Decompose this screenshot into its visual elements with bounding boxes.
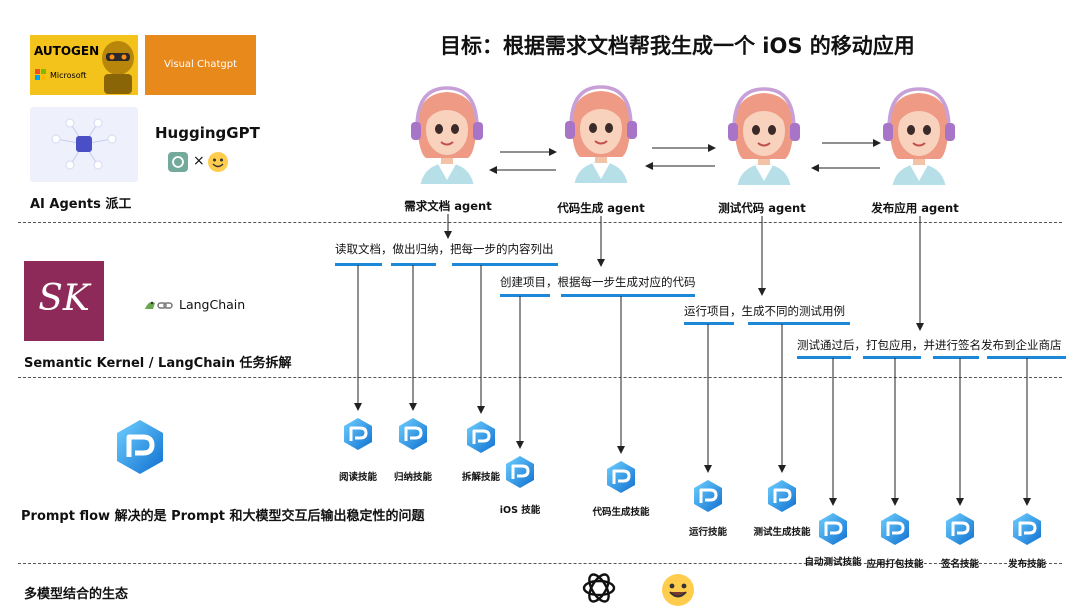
prompt-flow-skill-icon (881, 513, 909, 545)
sk-logo-text: SK (38, 278, 90, 319)
agent-avatar-1 (411, 86, 483, 184)
section-label-agents: AI Agents 派工 (30, 197, 132, 212)
page-title: 目标：根据需求文档帮我生成一个 iOS 的移动应用 (440, 34, 915, 58)
autogen-logo: AUTOGEN Microsoft (30, 35, 138, 95)
task-underline (500, 294, 550, 297)
section-label-planning: Semantic Kernel / LangChain 任务拆解 (24, 356, 292, 371)
section-divider-2 (18, 377, 1062, 378)
agent-avatar-4 (883, 87, 955, 185)
skill-label: iOS 技能 (499, 505, 541, 516)
agent-label-code-gen: 代码生成 agent (557, 201, 645, 215)
prompt-flow-skill-icon (399, 418, 427, 450)
hugginggpt-title: HuggingGPT (155, 124, 260, 142)
section-divider-1 (18, 222, 1062, 223)
prompt-flow-skill-icon (607, 461, 635, 493)
openai-logo-icon (582, 573, 616, 603)
skill-label: 阅读技能 (338, 472, 378, 483)
skill-label: 归纳技能 (393, 472, 433, 483)
openai-small-icon (168, 152, 188, 172)
visual-chatgpt-logo: Visual Chatgpt (145, 35, 256, 95)
task-underline (863, 356, 921, 359)
hugging-face-logo-icon (662, 574, 694, 606)
prompt-flow-skill-icon (819, 513, 847, 545)
task-text-3: 运行项目，生成不同的测试用例 (684, 304, 845, 318)
task-underline (933, 356, 979, 359)
task-underline (335, 263, 382, 266)
skill-label: 自动测试技能 (804, 557, 862, 568)
task-underline (452, 263, 558, 266)
task-text-2: 创建项目，根据每一步生成对应的代码 (500, 275, 696, 289)
prompt-flow-skill-icon (768, 480, 796, 512)
robot-icon (102, 41, 134, 94)
task-underline (684, 322, 734, 325)
section-label-ecosystem: 多模型结合的生态 (24, 587, 129, 602)
microsoft-squares-icon (35, 69, 46, 80)
section-label-promptflow: Prompt flow 解决的是 Prompt 和大模型交互后输出稳定性的问题 (21, 509, 425, 524)
skill-label: 签名技能 (940, 559, 980, 570)
agent-avatar-2 (565, 85, 637, 183)
skill-label: 运行技能 (688, 527, 728, 538)
prompt-flow-skill-icon (946, 513, 974, 545)
agent-label-test-code: 测试代码 agent (718, 201, 806, 215)
task-underline (391, 263, 436, 266)
prompt-flow-logo-icon (117, 420, 163, 474)
skill-label: 测试生成技能 (753, 527, 811, 538)
langchain-text: LangChain (179, 297, 246, 312)
section-divider-3 (18, 563, 1062, 564)
autogen-logo-text: AUTOGEN (34, 44, 100, 58)
microsoft-logo-text: Microsoft (50, 71, 87, 80)
skill-label: 应用打包技能 (866, 559, 924, 570)
hugging-face-small-icon (208, 152, 228, 172)
prompt-flow-skill-icon (344, 418, 372, 450)
task-underline (561, 294, 695, 297)
visual-chatgpt-text: Visual Chatgpt (163, 59, 238, 70)
task-text-4: 测试通过后，打包应用，并进行签名发布到企业商店 (797, 338, 1062, 352)
prompt-flow-skill-icon (506, 456, 534, 488)
prompt-flow-skill-icon (1013, 513, 1041, 545)
task-text-1: 读取文档，做出归纳，把每一步的内容列出 (335, 242, 554, 256)
prompt-flow-skill-icon (694, 480, 722, 512)
task-underline (987, 356, 1066, 359)
hugginggpt-diagram-image (30, 107, 138, 182)
hugginggpt-diagram-icon (51, 118, 117, 170)
times-symbol: × (193, 153, 205, 169)
agent-label-requirements: 需求文档 agent (404, 199, 492, 213)
semantic-kernel-logo: SK (24, 261, 104, 341)
langchain-parrot-link-icon (145, 301, 173, 309)
task-underline (797, 356, 851, 359)
skill-label: 代码生成技能 (592, 507, 650, 518)
agent-avatar-3 (728, 87, 800, 185)
agent-label-publish: 发布应用 agent (871, 201, 959, 215)
prompt-flow-skill-icon (467, 421, 495, 453)
skill-label: 发布技能 (1007, 559, 1047, 570)
skill-label: 拆解技能 (461, 472, 501, 483)
task-underline (748, 322, 850, 325)
